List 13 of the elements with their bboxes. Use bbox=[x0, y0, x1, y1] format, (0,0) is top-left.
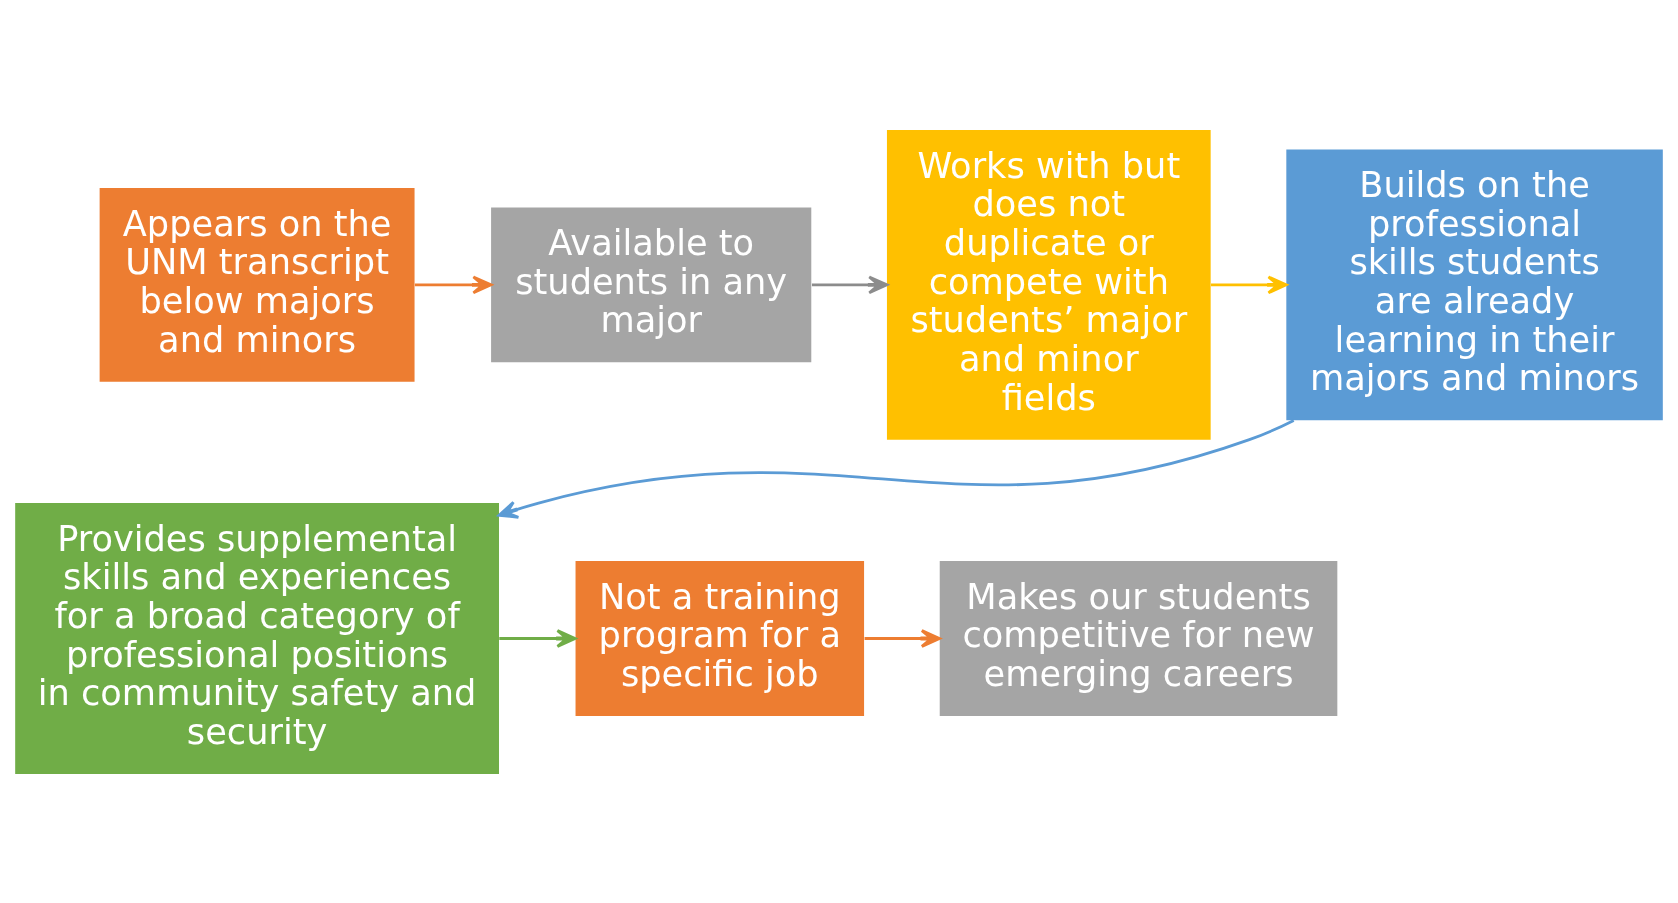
node-box: Not a training program for a specific job bbox=[575, 560, 865, 716]
node-box: Makes our students competitive for new emerging careers bbox=[939, 560, 1338, 716]
node-box: Works with but does not duplicate or compete with students’ major and minor fields bbox=[886, 129, 1211, 440]
arrow bbox=[497, 418, 1295, 519]
arrow bbox=[1210, 275, 1288, 294]
node-box: Available to students in any major bbox=[491, 206, 812, 362]
node-box: Appears on the UNM transcript below majors and minors bbox=[99, 187, 415, 382]
arrow bbox=[811, 275, 889, 294]
arrow bbox=[499, 628, 577, 648]
arrow bbox=[414, 275, 493, 294]
node-box: Builds on the professional skills students are already learning in their majors and minors bbox=[1286, 148, 1663, 420]
arrow bbox=[864, 628, 941, 648]
node-box: Provides supplemental skills and experiences for a broad category of professional positions in community safety and security bbox=[15, 502, 499, 774]
